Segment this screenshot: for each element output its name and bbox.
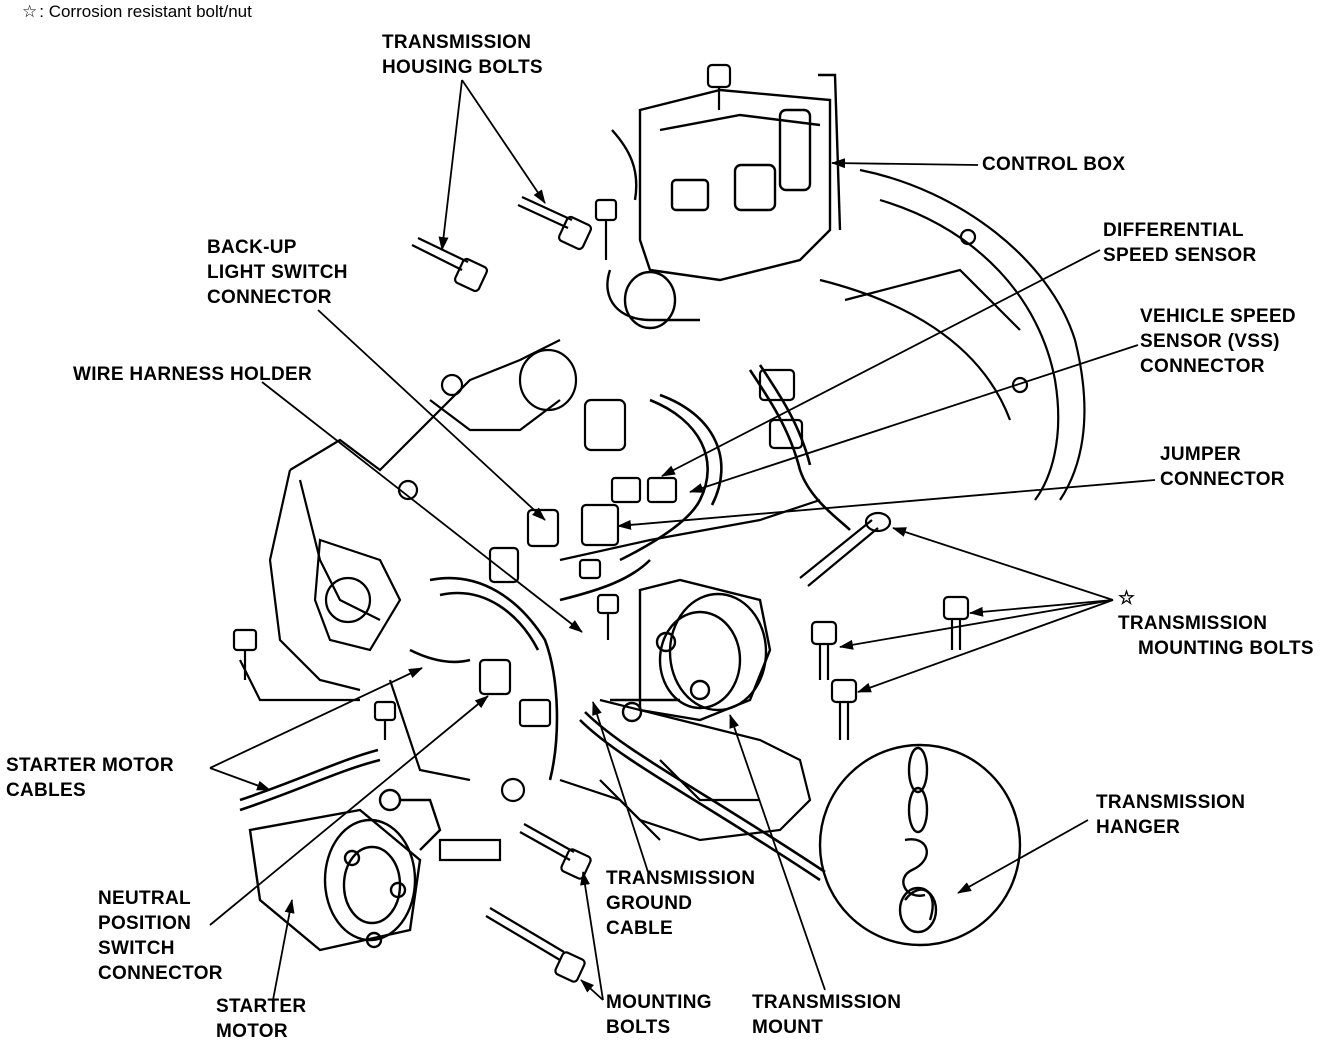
label-vehicle-speed-sensor-connector: VEHICLE SPEED SENSOR (VSS) CONNECTOR: [1140, 306, 1296, 377]
label-backup-light-switch-connector: BACK-UP LIGHT SWITCH CONNECTOR: [207, 237, 348, 308]
transmission-hanger-detail: [818, 743, 1022, 947]
long-mounting-bolt: [799, 511, 892, 587]
lower-mounting-bolts: [232, 558, 620, 983]
label-mounting-bolts: MOUNTING BOLTS: [606, 992, 712, 1038]
label-jumper-connector: JUMPER CONNECTOR: [1160, 444, 1285, 490]
label-transmission-mount: TRANSMISSION MOUNT: [752, 992, 902, 1038]
star-icon: ☆: [1118, 588, 1136, 609]
label-transmission-hanger: TRANSMISSION HANGER: [1096, 792, 1246, 838]
transmission-case: [239, 339, 821, 842]
label-transmission-mounting-bolts: ☆TRANSMISSION MOUNTING BOLTS: [1118, 588, 1314, 659]
label-starter-motor-cables: STARTER MOTOR CABLES: [6, 755, 174, 801]
label-neutral-position-switch-connector: NEUTRAL POSITION SWITCH CONNECTOR: [98, 888, 223, 984]
transmission-mount: [610, 578, 772, 723]
wire-harness: [239, 364, 851, 882]
leader-lines: [209, 79, 1156, 1001]
label-transmission-housing-bolts: TRANSMISSION HOUSING BOLTS: [382, 32, 543, 78]
legend-text: : Corrosion resistant bolt/nut: [39, 2, 252, 21]
star-icon: ☆: [22, 2, 38, 21]
legend: ☆: Corrosion resistant bolt/nut: [22, 1, 252, 23]
label-wire-harness-holder: WIRE HARNESS HOLDER: [73, 364, 312, 385]
label-control-box: CONTROL BOX: [982, 154, 1126, 175]
label-starter-motor: STARTER MOTOR: [216, 996, 307, 1042]
starter-motor: [248, 788, 442, 952]
control-box: [606, 73, 842, 330]
label-differential-speed-sensor: DIFFERENTIAL SPEED SENSOR: [1103, 220, 1257, 266]
mounting-bolts-right: [810, 595, 970, 740]
label-transmission-ground-cable: TRANSMISSION GROUND CABLE: [606, 868, 756, 939]
bellhousing-outline: [819, 168, 1086, 501]
